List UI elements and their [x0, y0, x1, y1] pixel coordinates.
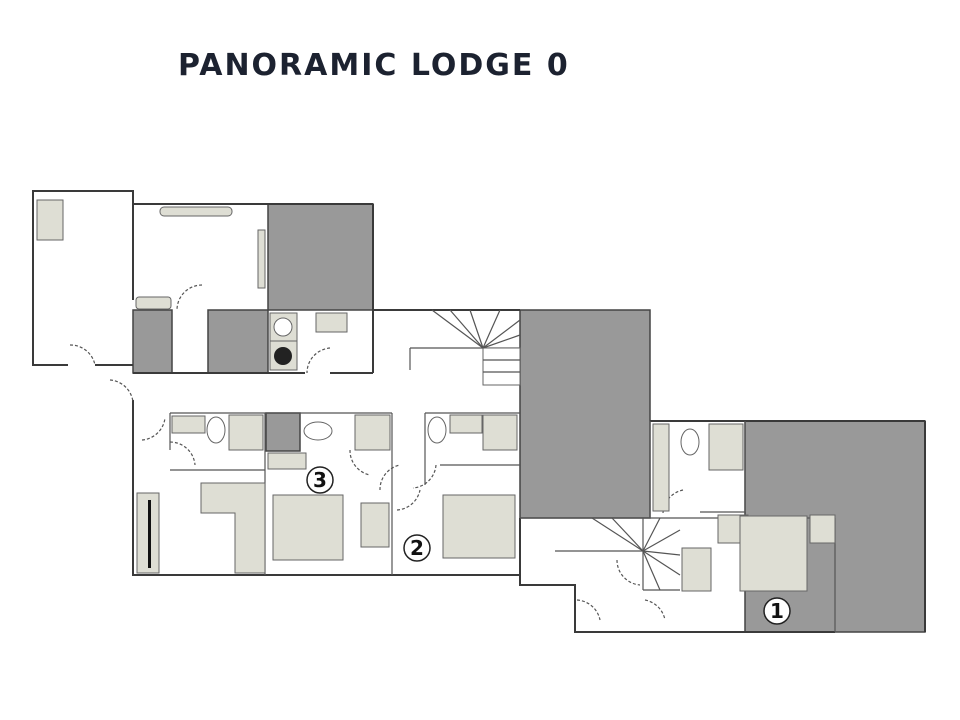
sink — [315, 312, 348, 333]
toilet — [427, 416, 447, 444]
ski-rack — [257, 229, 266, 289]
bathtub — [652, 423, 670, 512]
shower — [228, 414, 264, 451]
room-label-1: 1 — [763, 597, 791, 625]
staircase-lower — [555, 517, 681, 591]
doors — [69, 284, 684, 621]
room-label-3: 3 — [306, 466, 334, 494]
radiator — [159, 206, 233, 217]
staircase-upper — [431, 309, 521, 386]
room-number: 3 — [313, 468, 327, 492]
sofa — [200, 482, 266, 574]
sink — [449, 414, 483, 434]
wardrobe — [681, 547, 712, 592]
toilet — [680, 428, 700, 456]
shower — [482, 414, 518, 451]
floor-plan-title: PANORAMIC LODGE 0 — [178, 48, 570, 83]
toilet — [303, 421, 333, 441]
sink — [267, 452, 307, 470]
room-number: 1 — [770, 599, 784, 623]
sink — [171, 415, 206, 434]
toilet — [206, 416, 226, 444]
wardrobe — [360, 502, 390, 548]
bed-room-1 — [739, 515, 808, 592]
room-label-2: 2 — [403, 534, 431, 562]
bench — [135, 296, 172, 310]
shower — [354, 414, 391, 451]
fixtures — [36, 199, 836, 592]
bed-room-3 — [272, 494, 344, 561]
coat-rack — [36, 199, 64, 241]
room-number: 2 — [410, 536, 424, 560]
bed-room-2 — [442, 494, 516, 559]
nightstand — [809, 514, 836, 544]
shower — [708, 423, 744, 471]
